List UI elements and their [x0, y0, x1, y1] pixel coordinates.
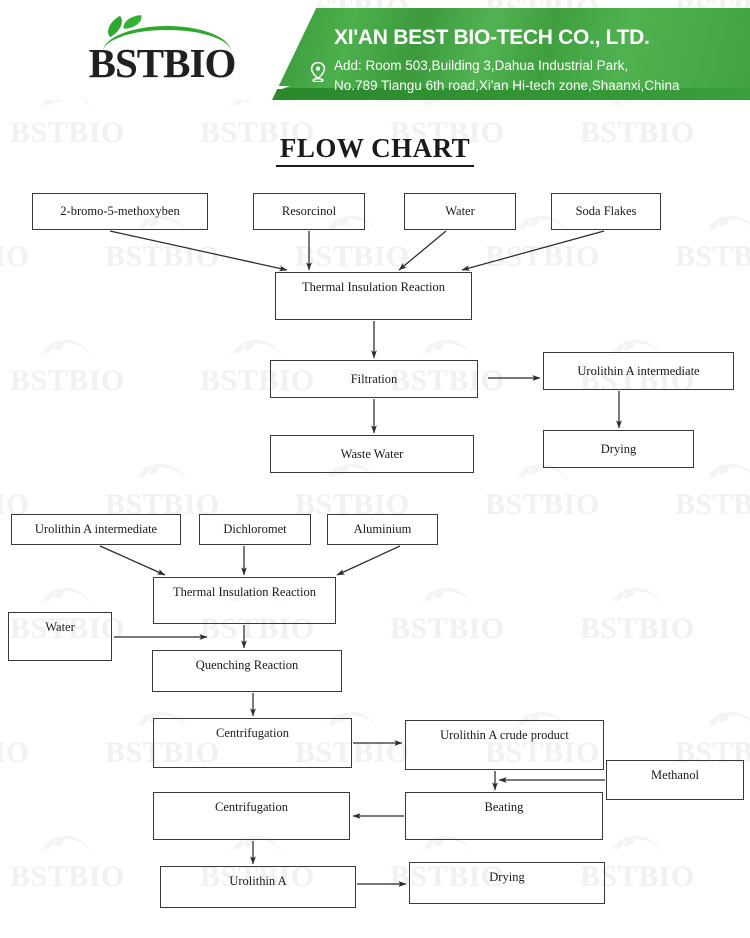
flow-node-n9: Drying — [543, 430, 694, 468]
flow-node-n19: Centrifugation — [153, 792, 350, 840]
flow-node-label: Aluminium — [353, 522, 412, 536]
flow-node-n12: Aluminium — [327, 514, 438, 545]
flow-node-label: Thermal Insulation Reaction — [172, 585, 316, 599]
flow-node-n15: Quenching Reaction — [152, 650, 342, 692]
flow-node-label: Urolithin A crude product — [440, 728, 569, 742]
address-line-1: Add: Room 503,Building 3,Dahua Industria… — [334, 58, 629, 73]
flow-node-n22: Drying — [409, 862, 605, 904]
flow-node-label: Resorcinol — [281, 204, 337, 218]
page-title-text: FLOW CHART — [275, 133, 475, 167]
flow-node-n10: Urolithin A intermediate — [11, 514, 181, 545]
flow-node-label: Quenching Reaction — [195, 658, 299, 672]
flow-node-label: Dichloromet — [223, 522, 287, 536]
flow-node-n13: Thermal Insulation Reaction — [153, 577, 336, 624]
flow-node-label: Filtration — [350, 371, 398, 386]
flow-node-n16: Centrifugation — [153, 718, 352, 768]
flow-node-n20: Beating — [405, 792, 603, 840]
flow-node-label: Urolithin A intermediate — [577, 363, 700, 378]
flow-node-label: Water — [445, 204, 475, 218]
leaf-swoosh-icon — [77, 15, 247, 42]
company-name: XI'AN BEST BIO-TECH CO., LTD. — [334, 26, 650, 49]
flow-node-label: Urolithin A — [229, 874, 287, 888]
flow-node-label: Centrifugation — [215, 800, 288, 814]
flow-node-label: Urolithin A intermediate — [34, 522, 158, 536]
flow-node-n17: Urolithin A crude product — [405, 720, 604, 770]
flow-node-n3: Water — [404, 193, 516, 230]
flow-node-label: Centrifugation — [216, 726, 289, 740]
header-strip-mask — [0, 86, 290, 89]
page-title: FLOW CHART — [0, 133, 750, 167]
flow-node-label: 2-bromo-5-methoxyben — [60, 204, 180, 218]
flow-node-n4: Soda Flakes — [551, 193, 661, 230]
flow-node-n11: Dichloromet — [199, 514, 311, 545]
flow-node-n2: Resorcinol — [253, 193, 365, 230]
flow-node-n8: Waste Water — [270, 435, 474, 473]
company-logo: BSTBIO — [52, 15, 272, 84]
location-pin-icon — [310, 62, 326, 82]
flow-node-label: Methanol — [651, 768, 699, 782]
flow-node-label: Drying — [489, 870, 525, 884]
flow-node-n14: Water — [8, 612, 112, 661]
flow-node-label: Water — [45, 620, 75, 634]
flow-node-n5: Thermal Insulation Reaction — [275, 272, 472, 320]
flow-node-n18: Methanol — [606, 760, 744, 800]
flow-node-label: Beating — [484, 800, 524, 814]
company-address: Add: Room 503,Building 3,Dahua Industria… — [334, 56, 680, 95]
flow-node-label: Waste Water — [340, 446, 404, 461]
flow-node-n21: Urolithin A — [160, 866, 356, 908]
address-line-2: No.789 Tiangu 6th road,Xi'an Hi-tech zon… — [334, 77, 680, 93]
flow-node-label: Drying — [600, 441, 637, 456]
flow-node-n6: Filtration — [270, 360, 478, 398]
flow-node-n1: 2-bromo-5-methoxyben — [32, 193, 208, 230]
flow-node-n7: Urolithin A intermediate — [543, 352, 734, 390]
flow-node-label: Thermal Insulation Reaction — [301, 280, 445, 294]
flow-node-label: Soda Flakes — [575, 204, 637, 218]
company-header: BSTBIO XI'AN BEST BIO-TECH CO., LTD. Add… — [0, 0, 750, 113]
